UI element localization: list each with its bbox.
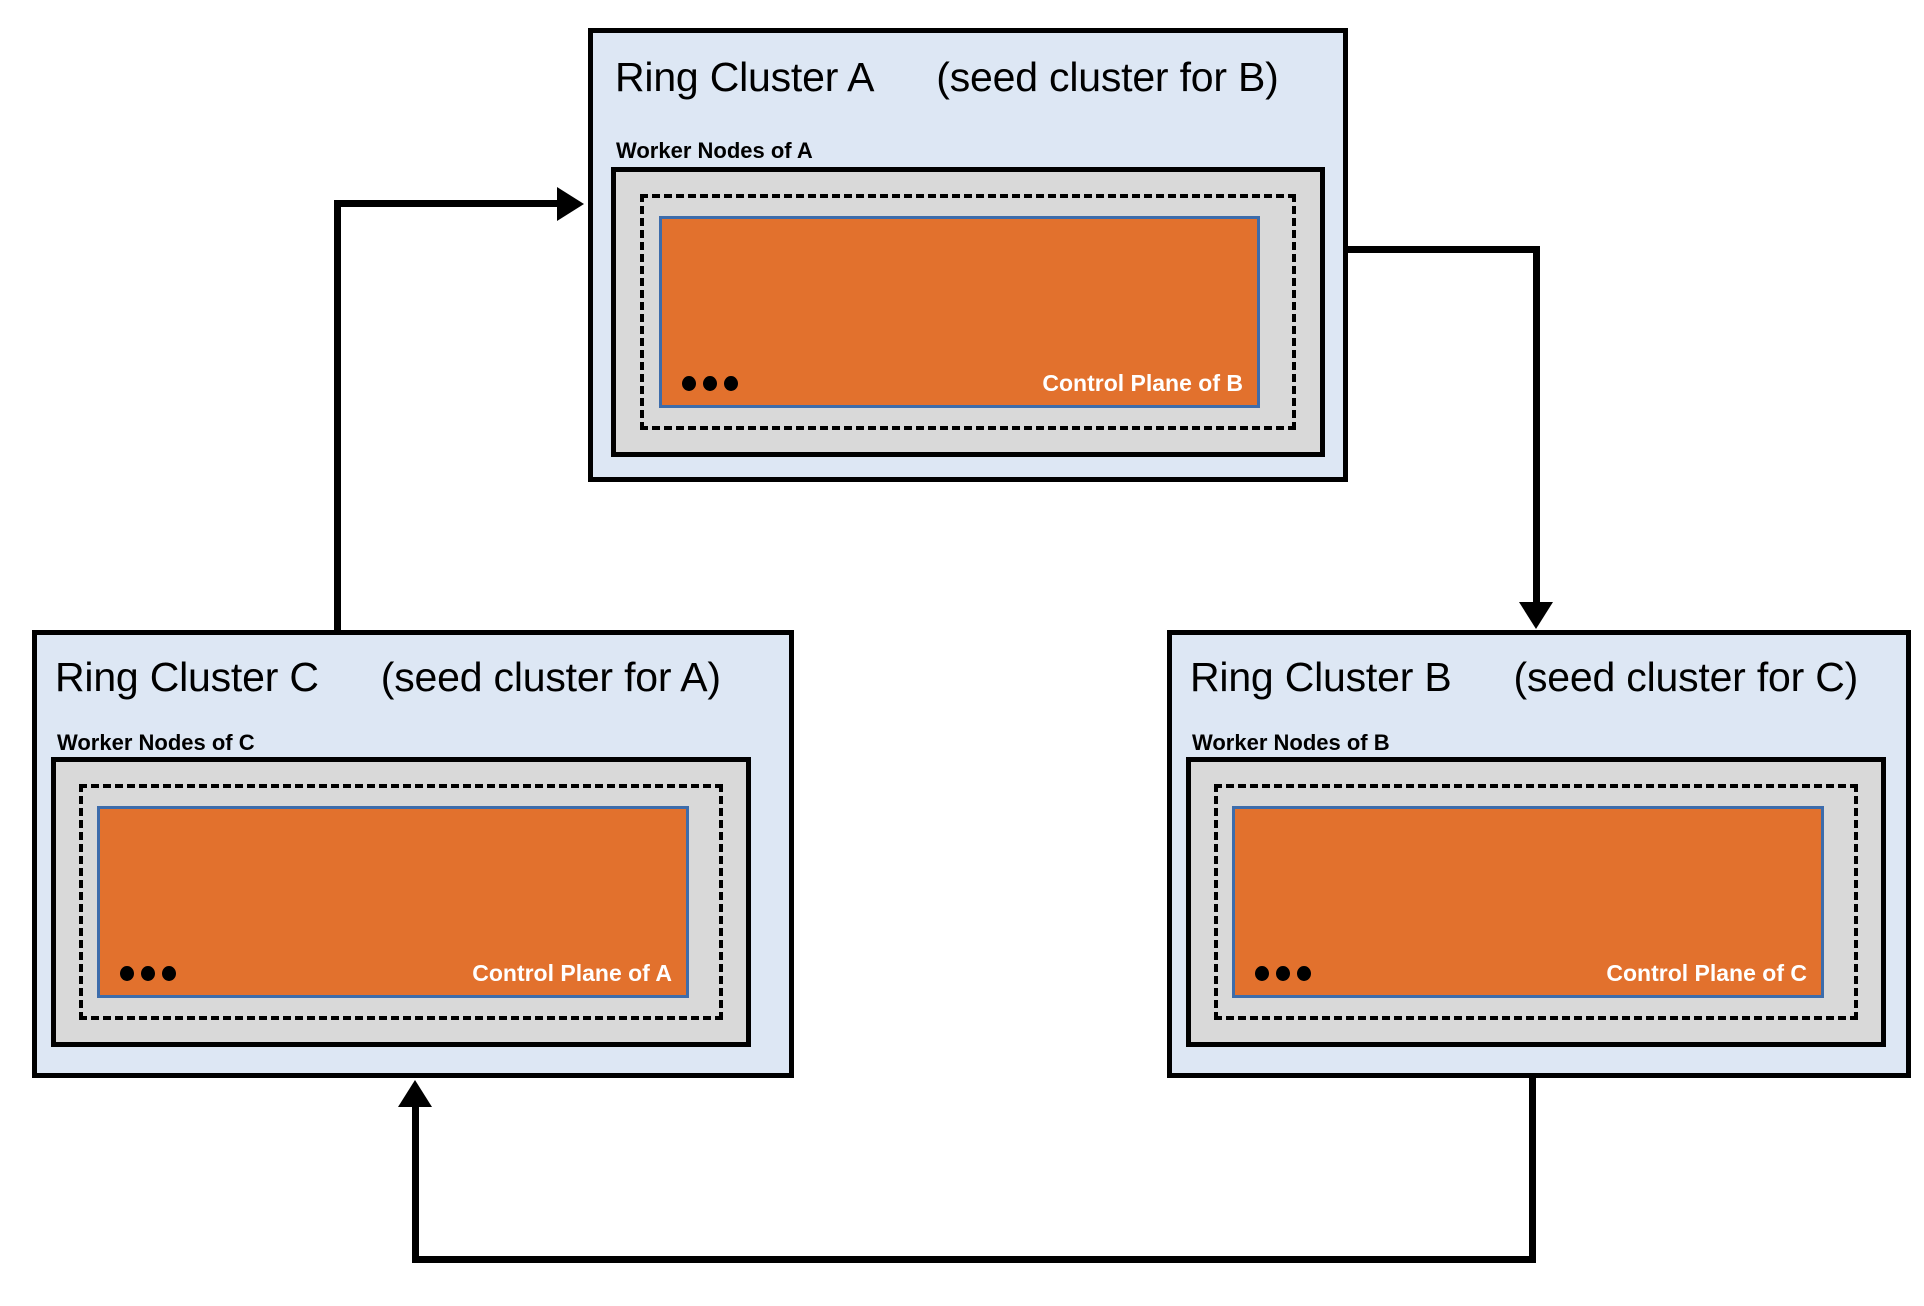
cluster-a-worker-label: Worker Nodes of A <box>616 138 813 163</box>
cluster-b-node-dashed-boundary: Control Plane of C <box>1214 784 1858 1020</box>
connector-c-to-a-arrowhead <box>557 187 584 221</box>
cluster-b-title: Ring Cluster B (seed cluster for C) <box>1190 657 1858 698</box>
cluster-c-node-dashed-boundary: Control Plane of A <box>79 784 723 1020</box>
connector-b-to-c-vertical-right <box>1529 1078 1536 1263</box>
cluster-c-worker-label: Worker Nodes of C <box>57 730 255 755</box>
ring-cluster-c[interactable]: Ring Cluster C (seed cluster for A) Worke… <box>32 630 794 1078</box>
connector-a-to-b-vertical <box>1533 246 1540 604</box>
cluster-c-control-plane-of-a[interactable]: Control Plane of A <box>97 806 689 998</box>
ring-cluster-a[interactable]: Ring Cluster A (seed cluster for B) Worke… <box>588 28 1348 482</box>
cluster-a-seed-note: (seed cluster for B) <box>936 54 1279 100</box>
cluster-c-ellipsis-dots <box>120 966 176 981</box>
cluster-c-seed-note: (seed cluster for A) <box>380 654 721 700</box>
cluster-c-title: Ring Cluster C (seed cluster for A) <box>55 657 721 698</box>
cluster-a-worker-nodes-box: Control Plane of B <box>611 167 1325 457</box>
connector-b-to-c-vertical-left <box>412 1106 419 1263</box>
cluster-b-control-plane-of-c[interactable]: Control Plane of C <box>1232 806 1824 998</box>
cluster-a-ellipsis-dots <box>682 376 738 391</box>
cluster-b-worker-label: Worker Nodes of B <box>1192 730 1390 755</box>
cluster-c-worker-nodes-box: Control Plane of A <box>51 757 751 1047</box>
cluster-b-worker-nodes-box: Control Plane of C <box>1186 757 1886 1047</box>
cluster-a-control-plane-of-b[interactable]: Control Plane of B <box>659 216 1260 408</box>
cluster-a-name: Ring Cluster A <box>615 54 875 100</box>
ring-cluster-b[interactable]: Ring Cluster B (seed cluster for C) Worke… <box>1167 630 1911 1078</box>
cluster-b-control-plane-label: Control Plane of C <box>1606 960 1807 986</box>
cluster-a-control-plane-label: Control Plane of B <box>1042 370 1243 396</box>
connector-a-to-b-arrowhead <box>1519 602 1553 629</box>
cluster-a-node-dashed-boundary: Control Plane of B <box>640 194 1296 430</box>
connector-a-to-b-horizontal <box>1348 246 1540 253</box>
cluster-a-title: Ring Cluster A (seed cluster for B) <box>615 57 1279 98</box>
cluster-c-control-plane-label: Control Plane of A <box>472 960 672 986</box>
connector-b-to-c-arrowhead <box>398 1080 432 1107</box>
connector-c-to-a-horizontal <box>334 200 559 207</box>
cluster-b-ellipsis-dots <box>1255 966 1311 981</box>
cluster-b-name: Ring Cluster B <box>1190 654 1452 700</box>
cluster-c-name: Ring Cluster C <box>55 654 319 700</box>
connector-b-to-c-horizontal <box>412 1256 1536 1263</box>
connector-c-to-a-vertical <box>334 200 341 632</box>
cluster-b-seed-note: (seed cluster for C) <box>1513 654 1859 700</box>
